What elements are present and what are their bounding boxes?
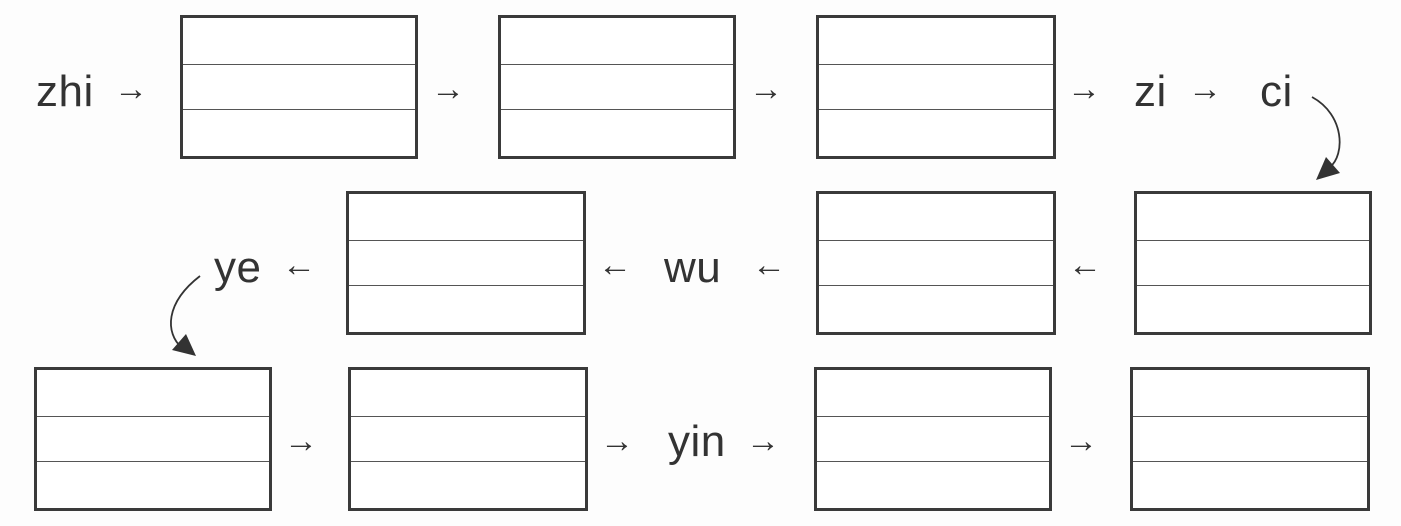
syllable-zi: zi bbox=[1134, 67, 1167, 116]
syllable-ye: ye bbox=[214, 243, 262, 292]
arrow-right-icon: → bbox=[600, 422, 634, 460]
syllable-ci: ci bbox=[1260, 67, 1293, 116]
answer-box-4[interactable] bbox=[1134, 191, 1372, 335]
curved-arrow-down-icon bbox=[1311, 96, 1341, 180]
arrow-left-icon: ← bbox=[752, 246, 786, 284]
answer-box-3[interactable] bbox=[816, 15, 1056, 159]
answer-box-8[interactable] bbox=[348, 367, 588, 511]
arrow-left-icon: ← bbox=[1068, 246, 1102, 284]
curved-arrow-down-icon bbox=[170, 275, 201, 356]
answer-box-7[interactable] bbox=[34, 367, 272, 511]
answer-box-6[interactable] bbox=[346, 191, 586, 335]
answer-box-2[interactable] bbox=[498, 15, 736, 159]
answer-box-1[interactable] bbox=[180, 15, 418, 159]
arrow-right-icon: → bbox=[114, 70, 148, 108]
syllable-zhi: zhi bbox=[36, 67, 94, 116]
answer-box-9[interactable] bbox=[814, 367, 1052, 511]
arrow-right-icon: → bbox=[749, 70, 783, 108]
arrow-right-icon: → bbox=[284, 422, 318, 460]
arrow-left-icon: ← bbox=[282, 246, 316, 284]
arrow-right-icon: → bbox=[1064, 422, 1098, 460]
syllable-yin: yin bbox=[668, 417, 726, 466]
answer-box-10[interactable] bbox=[1130, 367, 1370, 511]
answer-box-5[interactable] bbox=[816, 191, 1056, 335]
arrow-right-icon: → bbox=[431, 70, 465, 108]
arrow-right-icon: → bbox=[1067, 70, 1101, 108]
arrow-right-icon: → bbox=[1188, 70, 1222, 108]
syllable-wu: wu bbox=[664, 243, 722, 292]
arrow-left-icon: ← bbox=[598, 246, 632, 284]
arrow-right-icon: → bbox=[746, 422, 780, 460]
